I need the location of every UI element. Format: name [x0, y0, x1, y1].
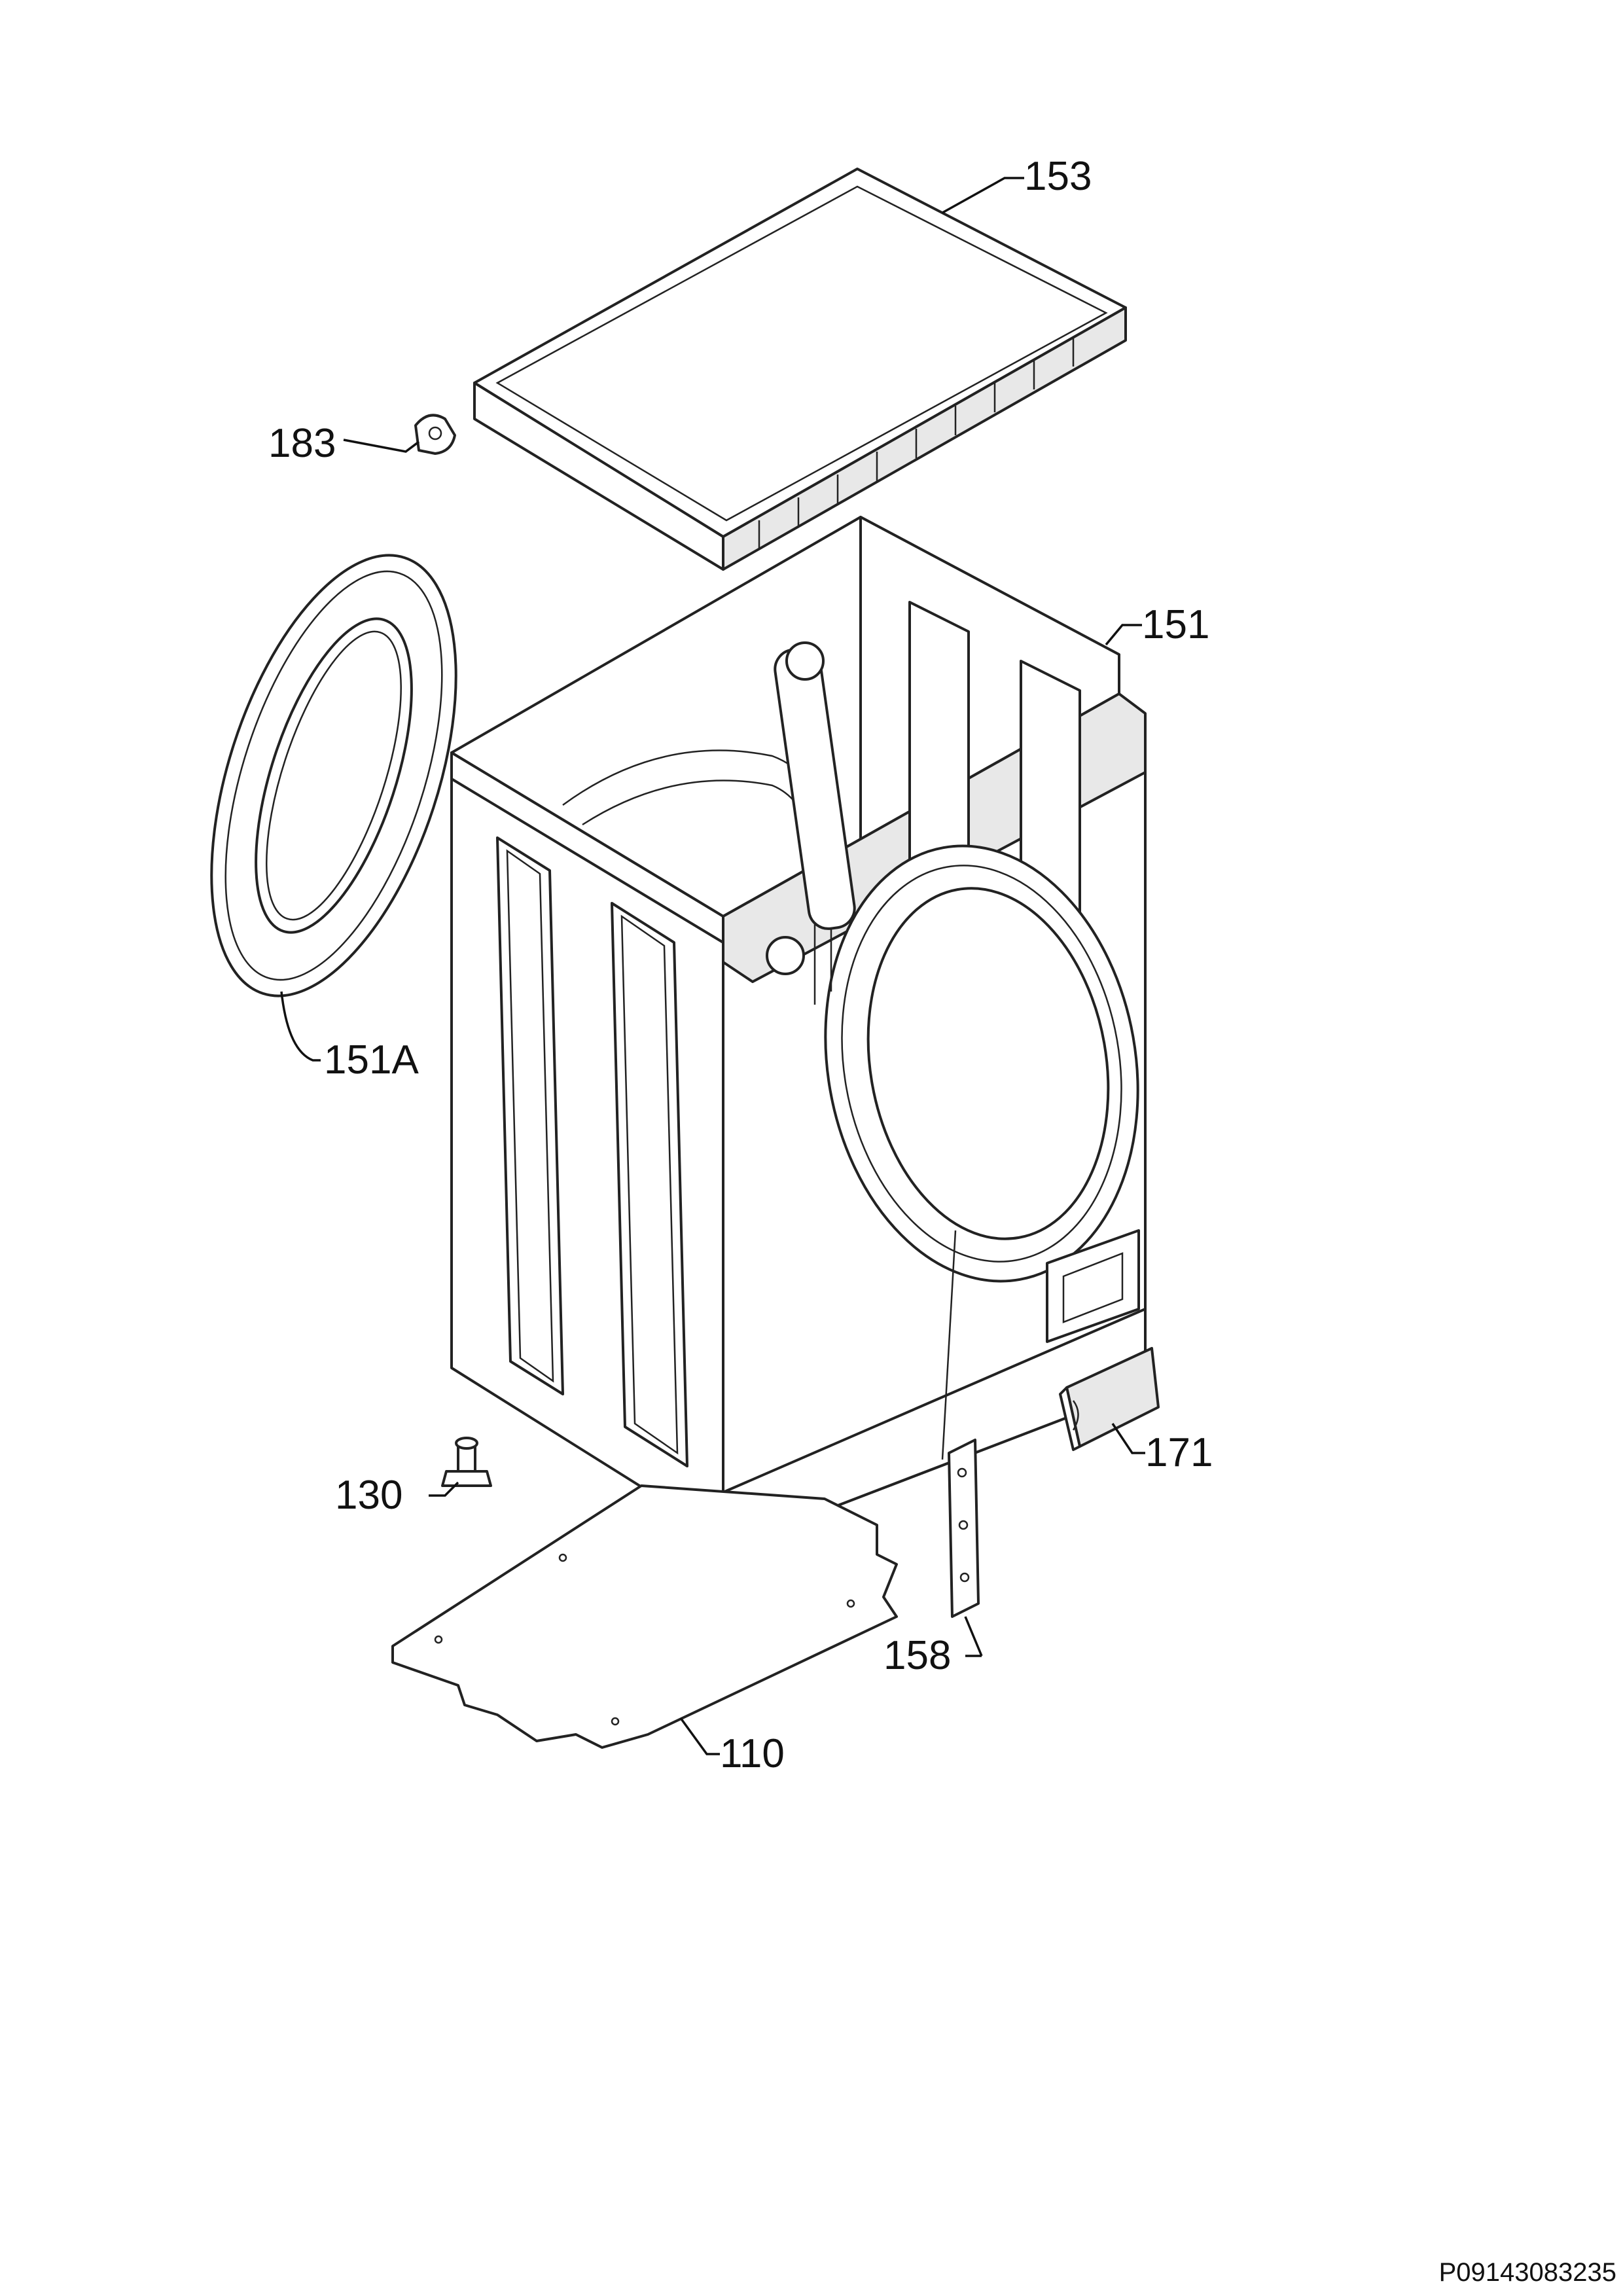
door-seal-ring-part[interactable]	[164, 526, 505, 1026]
drawing-code: P09143083235	[1439, 2258, 1616, 2287]
callout-label-110: 110	[720, 1731, 785, 1776]
callout-label-151: 151	[1142, 602, 1209, 647]
bracket-part[interactable]	[948, 1439, 980, 1618]
callout-label-130: 130	[335, 1473, 402, 1518]
callout-label-171: 171	[1145, 1430, 1213, 1475]
callout-label-158: 158	[883, 1633, 951, 1678]
leader-lines	[280, 177, 1145, 1755]
callout-label-151a: 151A	[324, 1037, 419, 1083]
base-plate-part[interactable]	[391, 1484, 898, 1749]
drain-flap-cover-part[interactable]	[1059, 1347, 1160, 1451]
cabinet-body-part[interactable]	[450, 516, 1171, 1539]
callout-label-153: 153	[1024, 154, 1092, 199]
top-lid-part[interactable]	[473, 168, 1127, 571]
adjustable-foot-part[interactable]	[441, 1437, 492, 1487]
callout-label-183: 183	[268, 421, 336, 466]
lid-clip-part[interactable]	[414, 414, 456, 455]
